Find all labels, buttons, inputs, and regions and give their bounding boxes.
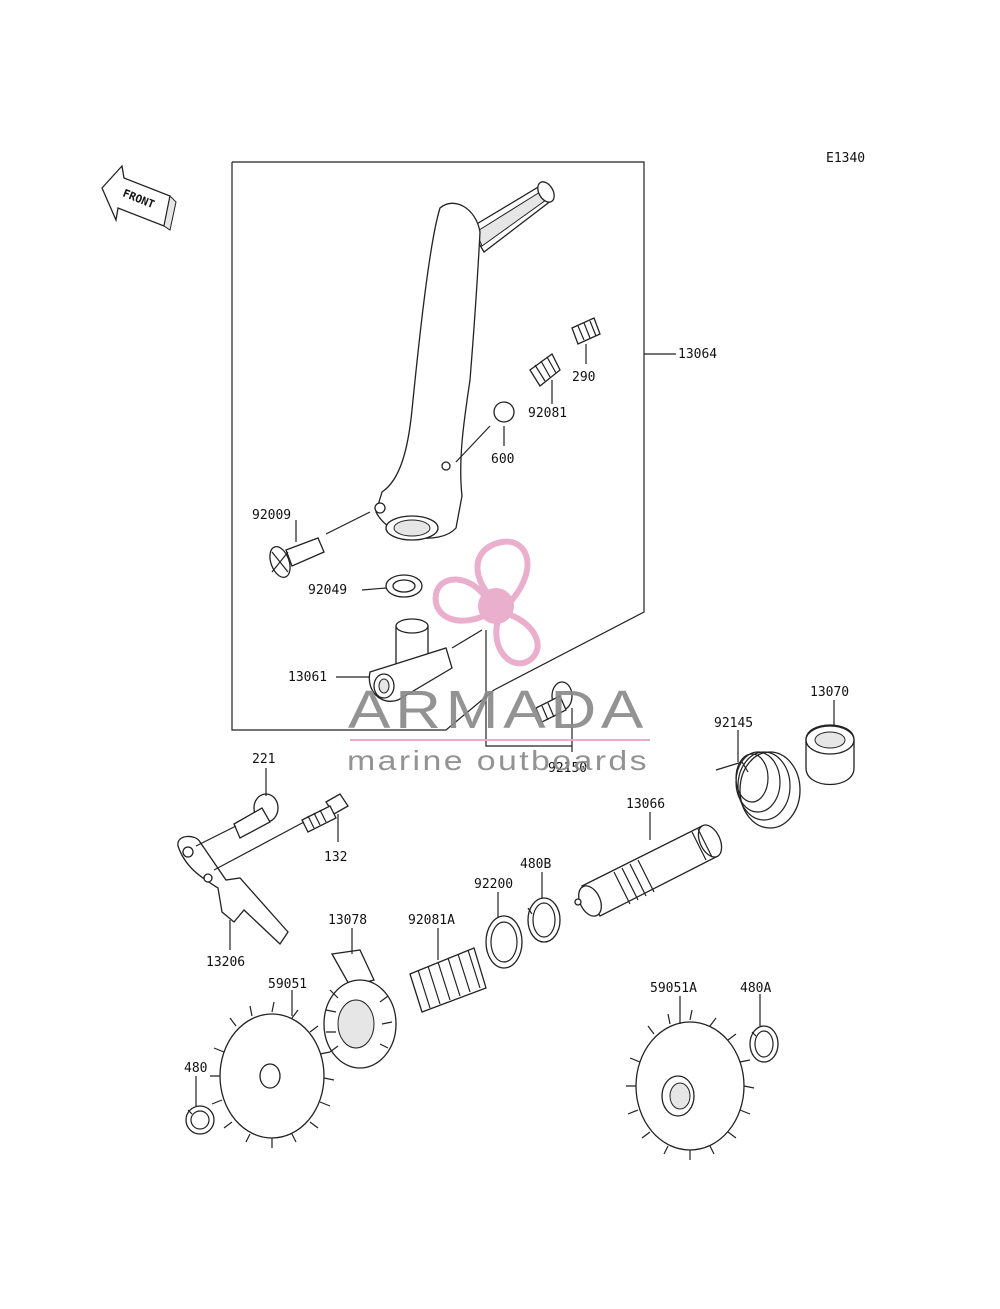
lever-13206 xyxy=(177,835,289,946)
watermark-brand: ARMADA xyxy=(348,680,648,740)
bolt-132 xyxy=(301,793,349,833)
assembly-bracket xyxy=(231,161,645,731)
circlip-480A xyxy=(749,1025,779,1063)
part-label-92081: 92081 xyxy=(528,406,567,421)
spring-290 xyxy=(571,317,601,345)
collar-13070 xyxy=(805,724,855,786)
watermark: ARMADA marine outboards xyxy=(347,538,650,776)
leader-92049 xyxy=(361,587,387,591)
spring-92081 xyxy=(529,353,561,387)
part-label-600: 600 xyxy=(491,452,514,467)
gear-59051A xyxy=(626,1009,755,1160)
circlip-480 xyxy=(185,1105,215,1135)
part-label-92049: 92049 xyxy=(308,583,347,598)
part-label-92081A: 92081A xyxy=(408,913,455,928)
part-label-59051A: 59051A xyxy=(650,981,697,996)
part-label-13064: 13064 xyxy=(678,347,717,362)
assembly-path-line xyxy=(485,630,572,747)
bolt-path-line xyxy=(325,511,371,535)
part-label-13061: 13061 xyxy=(288,670,327,685)
part-label-13070: 13070 xyxy=(810,685,849,700)
gear-59051 xyxy=(210,1001,335,1148)
part-label-59051: 59051 xyxy=(268,977,307,992)
propeller-logo-icon xyxy=(432,538,541,667)
boss-13061 xyxy=(368,618,453,702)
ball-600 xyxy=(493,401,515,423)
circlip-480B xyxy=(527,897,561,943)
washer-92200 xyxy=(485,915,523,969)
part-label-132: 132 xyxy=(324,850,347,865)
bolt-92150 xyxy=(535,681,573,723)
kick-pedal-arm xyxy=(374,181,555,541)
boss-path-line xyxy=(451,629,483,649)
spring-92145 xyxy=(715,751,801,829)
watermark-tagline: marine outboards xyxy=(347,745,649,776)
part-label-480B: 480B xyxy=(520,857,551,872)
ball-path-line xyxy=(455,425,491,463)
washer-92049 xyxy=(385,574,423,598)
part-label-480A: 480A xyxy=(740,981,771,996)
part-label-92145: 92145 xyxy=(714,716,753,731)
part-label-221: 221 xyxy=(252,752,275,767)
part-label-92150: 92150 xyxy=(548,761,587,776)
part-label-13206: 13206 xyxy=(206,955,245,970)
lever-path-line-2 xyxy=(213,821,305,871)
ratchet-13078 xyxy=(323,949,397,1069)
diagram-code: E1340 xyxy=(826,151,865,166)
part-label-92200: 92200 xyxy=(474,877,513,892)
kick-shaft-13066 xyxy=(574,824,723,917)
front-arrow-icon: FRONT xyxy=(101,164,177,231)
part-label-13078: 13078 xyxy=(328,913,367,928)
lever-path-line-1 xyxy=(195,825,237,847)
part-label-92009: 92009 xyxy=(252,508,291,523)
bolt-221 xyxy=(233,793,279,839)
spring-92081A xyxy=(409,947,487,1013)
part-label-13066: 13066 xyxy=(626,797,665,812)
bolt-92009 xyxy=(269,537,325,578)
part-label-290: 290 xyxy=(572,370,595,385)
part-label-480: 480 xyxy=(184,1061,207,1076)
